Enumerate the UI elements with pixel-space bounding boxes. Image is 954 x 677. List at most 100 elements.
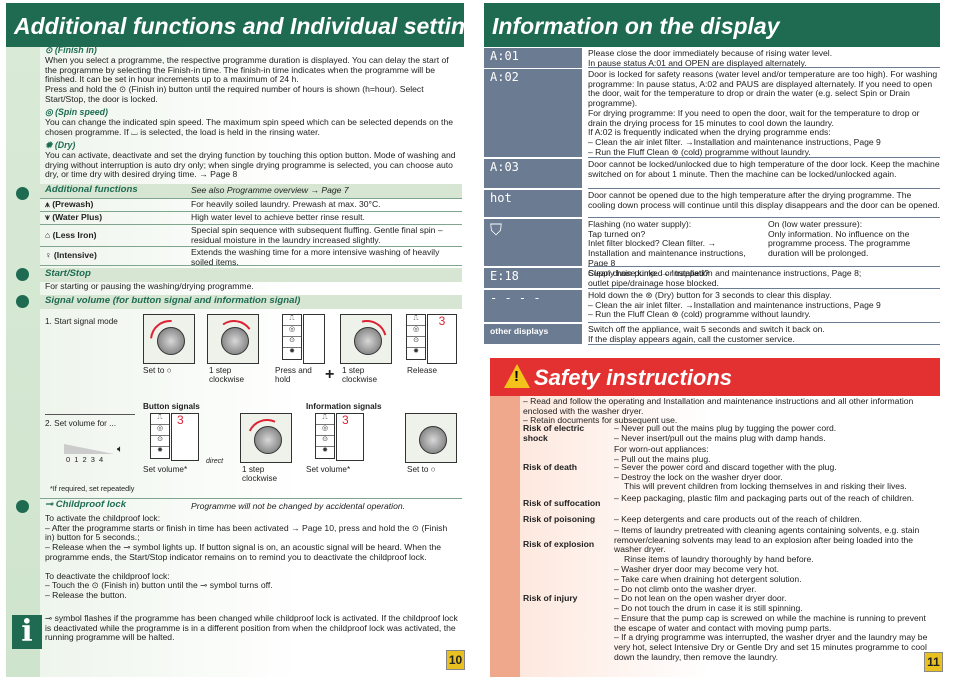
- button-panel: ⎍◎⊙✹: [315, 413, 335, 459]
- caption-direct: direct: [206, 458, 224, 465]
- caption-step: 1 step clockwise: [209, 366, 245, 385]
- left-page: Additional functions and Individual sett…: [0, 0, 470, 677]
- start-stop-heading: Start/Stop: [45, 268, 91, 279]
- additional-functions-header: Additional functions See also Programme …: [40, 184, 462, 198]
- less-iron-icon: ⌂: [45, 230, 53, 240]
- set-volume-label: 2. Set volume for ...: [45, 419, 116, 428]
- tap-icon: ⛉: [484, 219, 582, 266]
- start-stop-text: For starting or pausing the washing/dryi…: [45, 281, 254, 291]
- risk-line: For worn-out appliances:: [614, 444, 709, 455]
- display-code: A:01: [484, 48, 582, 69]
- right-page-header: Information on the display: [484, 3, 940, 47]
- start-stop-header: Start/Stop: [40, 268, 462, 282]
- risk-line: – If a drying programme was interrupted,…: [614, 632, 928, 662]
- spin-speed-heading: (Spin speed): [55, 107, 108, 117]
- display-text: Hold down the ⊛ (Dry) button for 3 secon…: [588, 290, 881, 320]
- dry-section: ✹ (Dry) You can activate, deactivate and…: [45, 140, 459, 180]
- finish-in-icon: ⊙: [45, 45, 55, 55]
- childproof-a1: – After the programme starts or finish i…: [45, 522, 448, 543]
- childproof-heading: Childproof lock: [55, 499, 127, 510]
- childproof-info: ⊸ symbol flashes if the programme has be…: [45, 613, 458, 643]
- water-plus-text: High water level to achieve better rinse…: [191, 212, 365, 222]
- right-page-title: Information on the display: [492, 13, 780, 39]
- caption-set-to: Set to ○: [143, 366, 172, 375]
- display-row: A:03 Door cannot be locked/unlocked due …: [484, 158, 940, 188]
- row-divider: [588, 157, 940, 158]
- less-iron-text: Special spin sequence with subsequent fl…: [191, 225, 443, 245]
- display-code: other displays: [484, 324, 582, 344]
- safety-side-strip: [490, 396, 520, 677]
- dry-para: You can activate, deactivate and set the…: [45, 149, 456, 180]
- start-signal-mode-label: 1. Start signal mode: [45, 317, 118, 326]
- display-row: E:18 Clean drain pump. → Installation an…: [484, 267, 940, 288]
- safety-header: ! Safety instructions: [490, 358, 940, 396]
- display-row: hot Door cannot be opened due to the hig…: [484, 189, 940, 217]
- divider: [45, 414, 135, 415]
- caption-set-volume: Set volume*: [306, 465, 351, 474]
- risk-label: Risk of explosion: [523, 539, 595, 549]
- risk-line: – Never insert/pull out the mains plug w…: [614, 432, 826, 443]
- risk-line: – Pull out the mains plug.: [614, 454, 711, 465]
- page-number-right: 11: [924, 652, 943, 672]
- safety-intro-2: – Retain documents for subsequent use.: [523, 415, 678, 426]
- risk-text: – Items of laundry pretreated with clean…: [614, 525, 940, 575]
- warning-icon: !: [504, 364, 530, 388]
- risk-line: – Ensure that the pump cap is screwed on…: [614, 612, 926, 633]
- childproof-note: Programme will not be changed by acciden…: [191, 501, 406, 511]
- page-number-left: 10: [446, 650, 465, 670]
- risk-line: – Items of laundry pretreated with clean…: [614, 525, 920, 555]
- childproof-d2: – Release the button.: [45, 589, 127, 600]
- risk-line: – Destroy the lock on the washer dryer d…: [614, 471, 783, 482]
- risk-line: Rinse items of laundry thoroughly by han…: [624, 554, 814, 565]
- dial-illustration: [405, 413, 457, 463]
- finish-in-heading: (Finish in): [54, 45, 97, 55]
- safety-intro: – Read and follow the operating and Inst…: [523, 396, 940, 426]
- row-divider: [588, 266, 940, 267]
- risk-text: – Never pull out the mains plug by tuggi…: [614, 423, 940, 465]
- dial-illustration: [207, 314, 259, 364]
- childproof-header: ⊸ Childproof lock Programme will not be …: [40, 498, 462, 512]
- childproof-deactivate: To deactivate the childproof lock:: [45, 570, 170, 581]
- less-iron-label: (Less Iron): [52, 230, 97, 240]
- button-panel: ⎍◎⊙✹: [150, 413, 170, 459]
- childproof-a2: – Release when the ⊸ symbol lights up. I…: [45, 542, 442, 562]
- function-row-water-plus: ⩛ (Water Plus) High water level to achie…: [40, 211, 462, 224]
- additional-functions-heading: Additional functions: [45, 184, 138, 195]
- risk-line: – Do not touch the drum in case it is st…: [614, 603, 803, 614]
- safety-title: Safety instructions: [534, 365, 733, 390]
- caption-set-to: Set to ○: [407, 465, 436, 474]
- caption-set-volume: Set volume*: [143, 465, 188, 474]
- bullet-dot: [16, 500, 29, 513]
- speaker-icon: 🔈︎: [117, 444, 123, 455]
- display-panel: 3: [336, 413, 364, 461]
- caption-step: 1 step clockwise: [342, 366, 378, 385]
- display-row: A:02 Door is locked for safety reasons (…: [484, 68, 940, 157]
- dial-illustration: [339, 312, 395, 368]
- risk-label: Risk of injury: [523, 593, 578, 603]
- risk-line: – Never pull out the mains plug by tuggi…: [614, 423, 837, 433]
- key-icon: ⊸: [45, 499, 56, 510]
- intensive-icon: ♀: [45, 250, 54, 260]
- info-icon: i: [12, 615, 42, 649]
- display-code: A:02: [484, 69, 582, 157]
- risk-label: Risk of electric shock: [523, 423, 585, 443]
- function-row-intensive: ♀ (Intensive) Extends the washing time f…: [40, 246, 462, 267]
- display-text: Switch off the appliance, wait 5 seconds…: [588, 324, 825, 344]
- dry-heading: (Dry): [54, 140, 76, 150]
- display-panel: [303, 314, 325, 364]
- safety-intro-1: – Read and follow the operating and Inst…: [523, 396, 914, 416]
- function-row-prewash: ⩚ (Prewash) For heavily soiled laundry. …: [40, 198, 462, 211]
- on-text: On (low water pressure): Only informatio…: [768, 219, 911, 259]
- risk-line: – Take care when draining hot detergent …: [614, 574, 802, 584]
- left-side-strip: [6, 47, 40, 677]
- display-row: - - - - Hold down the ⊛ (Dry) button for…: [484, 289, 940, 322]
- risk-line: – Washer dryer door may become very hot.: [614, 563, 779, 574]
- risk-text: – Keep detergents and care products out …: [614, 514, 862, 524]
- spin-speed-section: ◎ (Spin speed) You can change the indica…: [45, 107, 459, 137]
- row-divider: [588, 322, 940, 323]
- intensive-text: Extends the washing time for a more inte…: [191, 247, 440, 267]
- caption-step: 1 step clockwise: [242, 465, 278, 484]
- spin-speed-icon: ◎: [45, 107, 56, 117]
- display-code: E:18: [484, 268, 582, 288]
- spin-speed-para: You can change the indicated spin speed.…: [45, 116, 454, 137]
